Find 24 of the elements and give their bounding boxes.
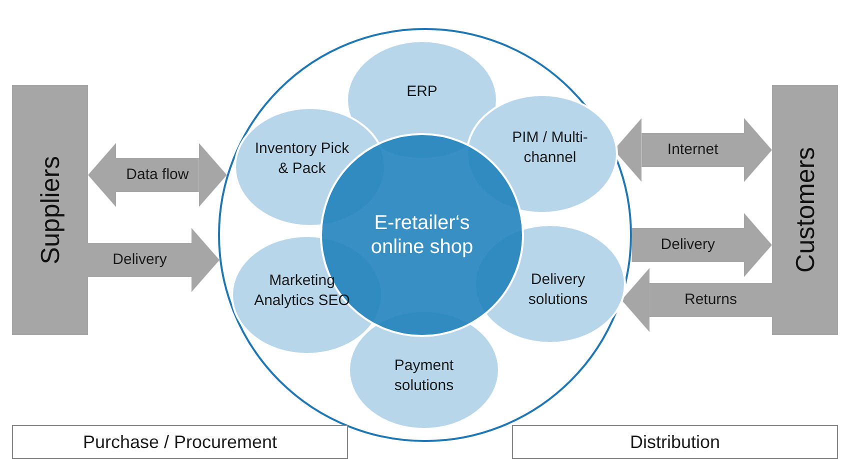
edge-label: Returns bbox=[684, 290, 738, 310]
block-arrow bbox=[88, 143, 227, 207]
block-arrow bbox=[632, 213, 772, 277]
petal-label: PIM / Multi-channel bbox=[511, 128, 589, 168]
block-arrow bbox=[88, 228, 220, 292]
actor-label: Customers bbox=[788, 147, 820, 273]
block-arrow bbox=[622, 268, 772, 332]
actor-bar bbox=[772, 85, 838, 335]
center-label: E-retailer‘s online shop bbox=[370, 211, 474, 259]
petal-label: ERP bbox=[406, 82, 438, 102]
actor-bar bbox=[12, 85, 88, 335]
petal-label: Marketing Analytics SEO bbox=[254, 271, 350, 311]
section-label: Purchase / Procurement bbox=[82, 430, 278, 454]
edge-label: Delivery bbox=[660, 234, 715, 255]
edge-label: Data flow bbox=[126, 164, 189, 185]
petal-label: Payment solutions bbox=[393, 356, 455, 396]
edge-label: Delivery bbox=[112, 250, 167, 270]
section-label-box bbox=[12, 425, 348, 459]
edge-label: Internet bbox=[667, 140, 718, 160]
petal-label: Delivery solutions bbox=[527, 270, 589, 310]
petal-label: Inventory Pick & Pack bbox=[254, 139, 350, 179]
section-label: Distribution bbox=[630, 430, 720, 454]
actor-label: Suppliers bbox=[34, 156, 66, 264]
section-label-box bbox=[512, 425, 838, 459]
